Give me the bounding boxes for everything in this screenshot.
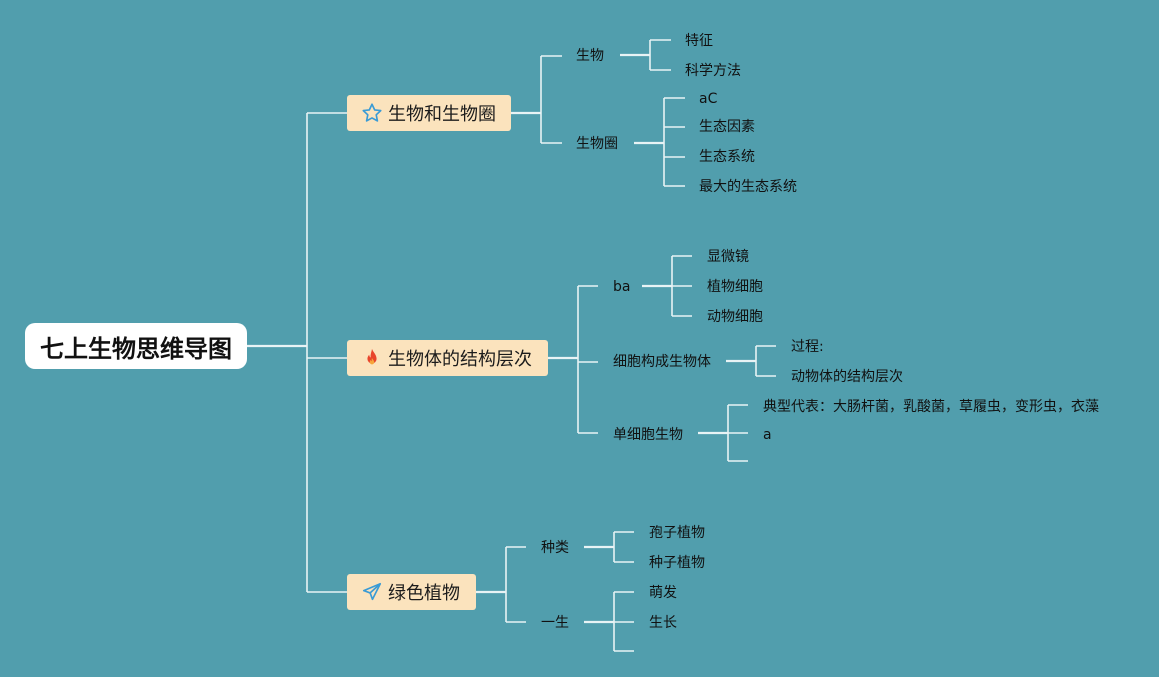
branch-label: 生物和生物圈 <box>388 104 496 125</box>
leaf-growth[interactable]: 生长 <box>649 615 677 631</box>
branch-topic-structural-levels[interactable]: 生物体的结构层次 <box>347 340 548 376</box>
leaf-plant-cell[interactable]: 植物细胞 <box>707 279 763 295</box>
branch-topic-biology-and-biosphere[interactable]: 生物和生物圈 <box>347 95 511 131</box>
paper-plane-icon <box>361 581 383 603</box>
leaf-animal-cell[interactable]: 动物细胞 <box>707 309 763 325</box>
leaf-germination[interactable]: 萌发 <box>649 585 677 601</box>
leaf-ac[interactable]: aC <box>699 91 718 107</box>
leaf-spore-plants[interactable]: 孢子植物 <box>649 525 705 541</box>
subtopic-life-cycle[interactable]: 一生 <box>541 615 569 631</box>
leaf-microscope[interactable]: 显微镜 <box>707 249 749 265</box>
subtopic-types[interactable]: 种类 <box>541 540 569 556</box>
subtopic-biosphere[interactable]: 生物圈 <box>576 136 618 152</box>
branch-topic-green-plants[interactable]: 绿色植物 <box>347 574 476 610</box>
leaf-process[interactable]: 过程: <box>791 339 824 355</box>
subtopic-unicellular-organisms[interactable]: 单细胞生物 <box>613 427 683 443</box>
star-icon <box>361 102 383 124</box>
subtopic-cells-form-organism[interactable]: 细胞构成生物体 <box>613 354 711 370</box>
leaf-typical-examples[interactable]: 典型代表：大肠杆菌，乳酸菌，草履虫，变形虫，衣藻 <box>763 399 1099 415</box>
branch-label: 生物体的结构层次 <box>388 349 532 370</box>
leaf-ecological-factors[interactable]: 生态因素 <box>699 119 755 135</box>
leaf-seed-plants[interactable]: 种子植物 <box>649 555 705 571</box>
leaf-characteristics[interactable]: 特征 <box>685 33 713 49</box>
leaf-scientific-methods[interactable]: 科学方法 <box>685 63 741 79</box>
subtopic-ba[interactable]: ba <box>613 279 631 295</box>
fire-icon <box>361 347 383 369</box>
branch-label: 绿色植物 <box>388 583 460 604</box>
leaf-animal-structure-levels[interactable]: 动物体的结构层次 <box>791 369 903 385</box>
leaf-a[interactable]: a <box>763 427 772 443</box>
subtopic-organism[interactable]: 生物 <box>576 48 604 64</box>
leaf-largest-ecosystem[interactable]: 最大的生态系统 <box>699 179 797 195</box>
root-topic[interactable]: 七上生物思维导图 <box>25 323 247 369</box>
leaf-ecosystem[interactable]: 生态系统 <box>699 149 755 165</box>
